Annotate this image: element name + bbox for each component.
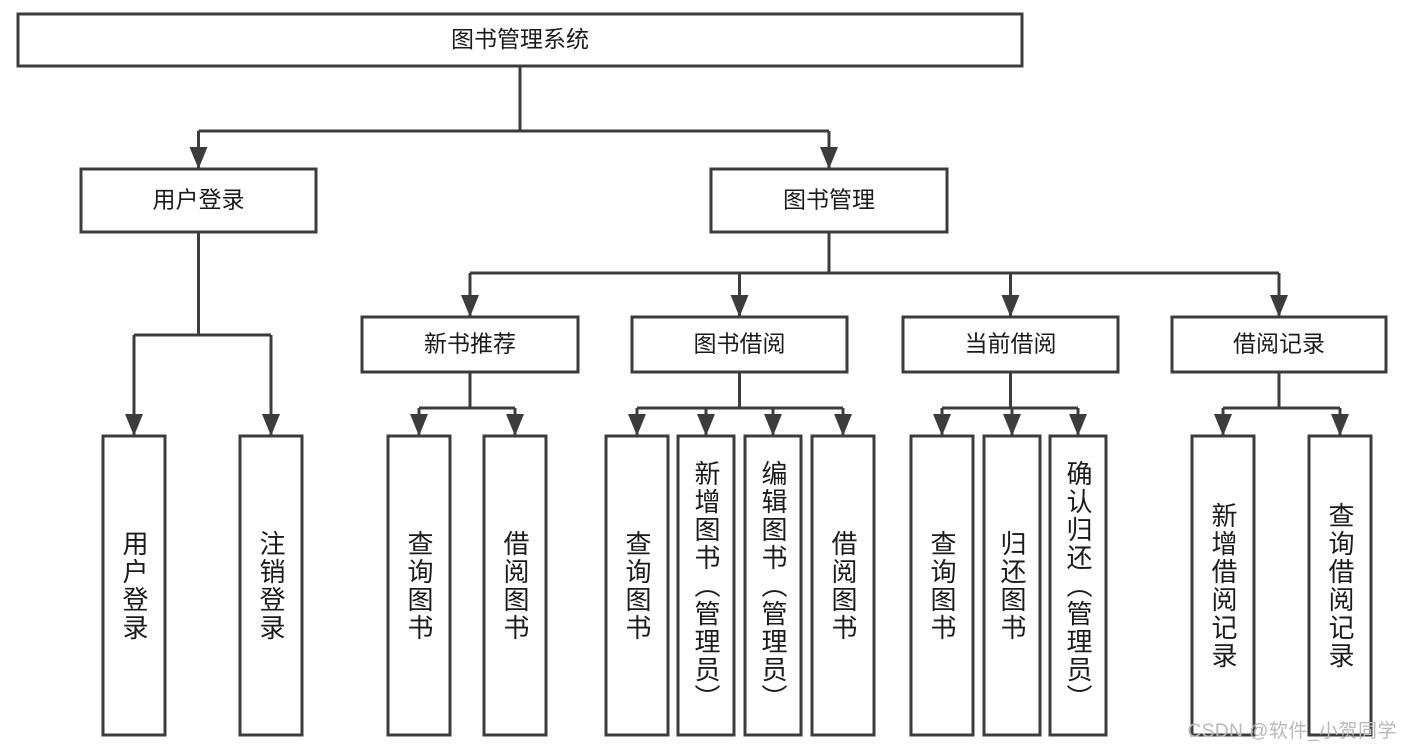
node-label-root: 图书管理系统 (451, 26, 589, 52)
arrow-head-icon (933, 414, 951, 436)
node-label-new-book-rec: 新书推荐 (424, 331, 516, 357)
arrow-head-icon (1214, 414, 1232, 436)
node-box-book-manage[interactable] (709, 167, 949, 234)
node-box-leaf-return-book[interactable] (982, 434, 1042, 737)
node-box-current-borrow[interactable] (901, 315, 1120, 374)
node-box-borrow-record[interactable] (1170, 315, 1388, 374)
node-box-leaf-borrow-book[interactable] (810, 434, 876, 737)
arrow-head-icon (697, 414, 715, 436)
arrow-head-icon (125, 414, 143, 436)
arrow-head-icon (820, 147, 838, 169)
connectors-layer (125, 66, 1349, 436)
node-box-leaf-query-book-borrow[interactable] (604, 434, 670, 737)
node-box-new-book-rec[interactable] (360, 315, 580, 374)
node-box-leaf-query-borrow-record[interactable] (1307, 434, 1373, 737)
node-box-leaf-query-book-rec[interactable] (386, 434, 452, 737)
node-box-leaf-edit-book-admin[interactable] (743, 434, 803, 737)
arrow-head-icon (1331, 414, 1349, 436)
arrow-head-icon (506, 414, 524, 436)
arrow-head-icon (764, 414, 782, 436)
node-label-borrow-record: 借阅记录 (1233, 331, 1325, 357)
node-box-leaf-add-borrow-record[interactable] (1190, 434, 1256, 737)
node-box-leaf-borrow-book-rec[interactable] (482, 434, 548, 737)
node-label-book-borrow: 图书借阅 (694, 331, 786, 357)
arrow-head-icon (1003, 414, 1021, 436)
arrow-head-icon (628, 414, 646, 436)
arrow-head-icon (262, 414, 280, 436)
node-label-current-borrow: 当前借阅 (965, 331, 1057, 357)
node-box-user-login[interactable] (79, 167, 318, 234)
node-box-leaf-user-login[interactable] (101, 434, 167, 737)
node-box-root[interactable] (16, 12, 1024, 68)
node-box-leaf-confirm-return-admin[interactable] (1048, 434, 1108, 737)
node-box-leaf-add-book-admin[interactable] (676, 434, 736, 737)
boxes-layer (16, 12, 1388, 737)
arrow-head-icon (834, 414, 852, 436)
arrow-head-icon (410, 414, 428, 436)
arrow-head-icon (730, 295, 749, 317)
node-box-leaf-query-book-cur[interactable] (909, 434, 975, 737)
node-box-book-borrow[interactable] (630, 315, 849, 374)
node-box-leaf-logout-login[interactable] (238, 434, 304, 737)
arrow-head-icon (1069, 414, 1087, 436)
arrow-head-icon (1001, 295, 1020, 317)
node-label-book-manage: 图书管理 (783, 187, 875, 213)
arrow-head-icon (189, 147, 208, 169)
node-label-user-login: 用户登录 (153, 187, 245, 213)
arrow-head-icon (1270, 295, 1288, 317)
arrow-head-icon (461, 295, 479, 317)
